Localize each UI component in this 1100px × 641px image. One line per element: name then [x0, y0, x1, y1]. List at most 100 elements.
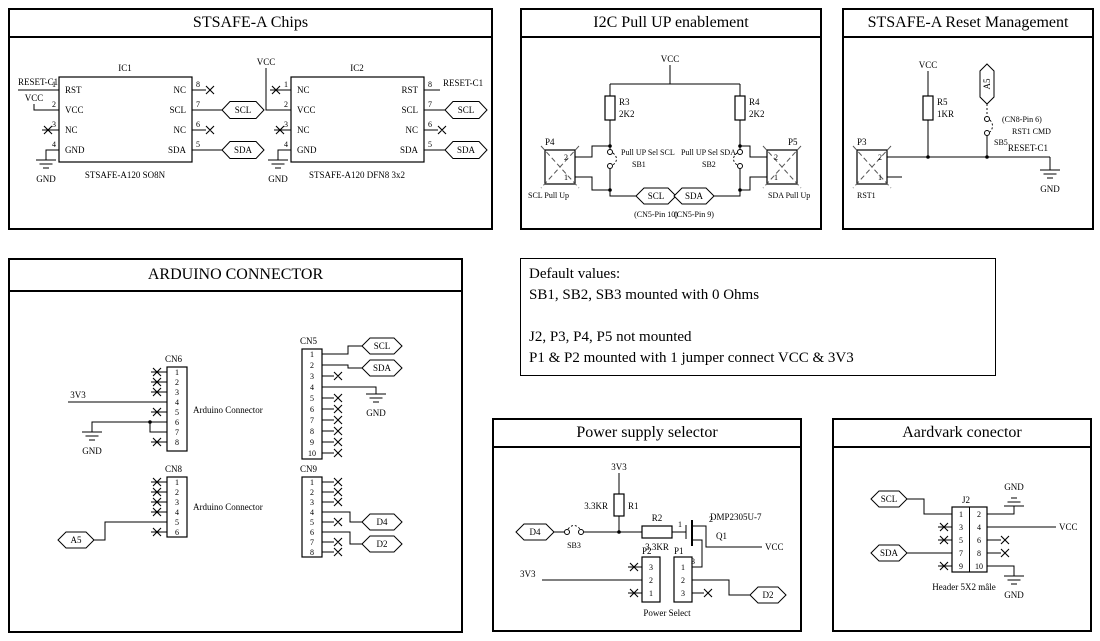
- solder-bridge-arc: [733, 152, 738, 166]
- net-tag-scl: [444, 101, 488, 119]
- pin-number: 3: [649, 563, 653, 572]
- jumper-p5: [766, 149, 798, 185]
- pin-number: 9: [959, 562, 963, 571]
- pin-number: 3: [310, 498, 314, 507]
- r3-value: 2K2: [619, 109, 635, 119]
- p5-refdes: P5: [788, 137, 798, 147]
- resistor-r1: [613, 493, 625, 517]
- net-label-vcc: VCC: [257, 57, 276, 67]
- sb2-refdes: SB2: [702, 160, 716, 169]
- net-tag-sda-label: SDA: [234, 145, 253, 155]
- pin-number: 4: [52, 140, 56, 149]
- cn9-refdes: CN9: [300, 464, 318, 474]
- net-tag-d4: [515, 523, 555, 541]
- r1-value: 3.3KR: [584, 501, 608, 511]
- solder-bridge-pad: [607, 163, 613, 169]
- pin-number: 8: [977, 549, 981, 558]
- panel-aardvark-connector: Aardvark conector SCL SDA J2 1 3 5 7 9 2…: [832, 418, 1092, 632]
- r5-value: 1KR: [937, 109, 954, 119]
- resistor-r4: [734, 95, 746, 121]
- r4-refdes: R4: [749, 97, 760, 107]
- not-mounted-cross: [540, 145, 580, 189]
- wires: [907, 498, 1056, 576]
- aardvark-connector-schematic: SCL SDA J2 1 3 5 7 9 2 4 6 8 10 Header 5…: [870, 482, 1078, 600]
- header-p2-body: [641, 556, 661, 603]
- wires: [887, 71, 1051, 178]
- cn9-body: [301, 476, 323, 558]
- pin-name: NC: [173, 85, 186, 95]
- p4-refdes: P4: [545, 137, 555, 147]
- pin-name: NC: [65, 125, 78, 135]
- pin-number: 2: [564, 153, 568, 162]
- net-tag-sda-label: SDA: [685, 191, 704, 201]
- pin-number: 1: [310, 478, 314, 487]
- r1-refdes: R1: [628, 501, 639, 511]
- net-label-vcc: VCC: [25, 93, 44, 103]
- pin-number: 8: [175, 438, 179, 447]
- pin-number: 2: [310, 361, 314, 370]
- pin-number: 7: [310, 416, 314, 425]
- cn8-body: [166, 476, 188, 538]
- pin-number: 7: [310, 538, 314, 547]
- r2-value: 3.3KR: [645, 542, 669, 552]
- pin-name: VCC: [297, 105, 316, 115]
- pin-number: 2: [284, 100, 288, 109]
- resistor-r3: [604, 95, 616, 121]
- panel-title: ARDUINO CONNECTOR: [10, 260, 461, 292]
- net-label-reset-c1: RESET-C1: [443, 78, 483, 88]
- panel-title: STSAFE-A Reset Management: [844, 10, 1092, 38]
- pin-name: GND: [65, 145, 85, 155]
- net-label-3v3: 3V3: [70, 390, 86, 400]
- net-tag-a5-label: A5: [982, 78, 992, 89]
- pin-number: 3: [175, 388, 179, 397]
- pin-number: 4: [977, 523, 981, 532]
- r4-value: 2K2: [749, 109, 765, 119]
- ground-symbols: [1040, 169, 1060, 179]
- cn8-connector: CN8 1 2 3 4 5 6 Arduino Connector A5: [57, 464, 263, 549]
- junction-dot: [608, 188, 612, 192]
- pin-number: 8: [310, 427, 314, 436]
- resistor-r2: [641, 525, 673, 539]
- p1-refdes: P1: [674, 546, 684, 556]
- net-tag-scl-label: SCL: [374, 341, 391, 351]
- net-label-gnd: GND: [366, 408, 386, 418]
- solder-bridge-arc: [567, 525, 581, 530]
- ic2-refdes: IC2: [350, 63, 364, 73]
- net-label-gnd: GND: [1004, 482, 1024, 492]
- panel-reset-management: STSAFE-A Reset Management VCC R5 1KR A5 …: [842, 8, 1094, 230]
- pin-number: 6: [428, 120, 432, 129]
- pin-number: 10: [308, 449, 316, 458]
- net-tag-d2: [749, 586, 787, 604]
- cn8-refdes: CN8: [165, 464, 183, 474]
- solder-bridge-pad: [984, 116, 990, 122]
- pin-number: 3: [681, 589, 685, 598]
- pin-number: 2: [681, 576, 685, 585]
- net-label-vcc: VCC: [661, 54, 680, 64]
- pin-number: 1: [678, 520, 682, 529]
- pin-number: 6: [175, 528, 179, 537]
- sda-pin-ref: (CN5-Pin 9): [674, 210, 714, 219]
- pin-number: 1: [649, 589, 653, 598]
- j2-label: Header 5X2 mâle: [932, 582, 995, 592]
- pin-name: VCC: [65, 105, 84, 115]
- sb1-function-label: Pull UP Sel SCL: [621, 148, 675, 157]
- q1-refdes: Q1: [716, 531, 727, 541]
- pin-number: 6: [175, 418, 179, 427]
- net-tag-sda-label: SDA: [457, 145, 476, 155]
- pin-number: 4: [310, 508, 314, 517]
- pin-number: 3: [52, 120, 56, 129]
- net-tag-scl-label: SCL: [881, 494, 898, 504]
- r5-refdes: R5: [937, 97, 948, 107]
- junction-dot: [608, 144, 612, 148]
- pin-number: 8: [428, 80, 432, 89]
- pin-name: NC: [173, 125, 186, 135]
- i2c-pullup-schematic: VCC R3 2K2 R4 2K2 Pull UP Sel SCL SB1 Pu…: [528, 54, 810, 219]
- default-values-line-4: P1 & P2 mounted with 1 jumper connect VC…: [529, 350, 854, 366]
- pin-number: 7: [175, 428, 179, 437]
- wires: [575, 65, 767, 197]
- default-values-line-1: Default values:: [529, 266, 621, 282]
- net-label-reset-c1: RESET-C1: [18, 77, 58, 87]
- net-label-3v3: 3V3: [520, 569, 536, 579]
- net-tag-scl: [361, 337, 403, 355]
- solder-bridge-pad: [578, 529, 584, 535]
